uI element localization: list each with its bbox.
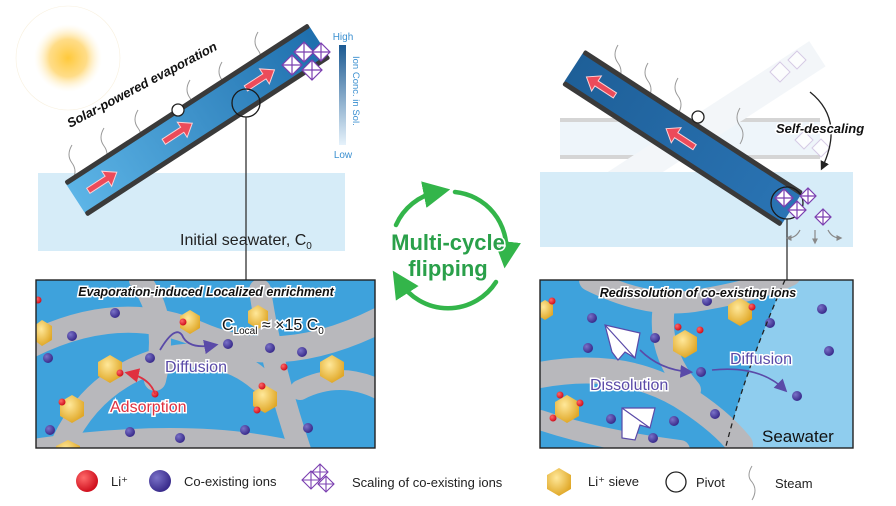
enrichment-panel bbox=[35, 279, 376, 449]
dissolution-arrow bbox=[639, 349, 694, 378]
skeleton-network-right bbox=[540, 280, 800, 448]
adsorption-label: Adsorption bbox=[110, 399, 187, 416]
enrichment-panel-title: Evaporation-induced Localized enrichment bbox=[78, 285, 334, 299]
colorbar bbox=[339, 45, 346, 145]
scaling-crystals-left bbox=[281, 41, 331, 81]
li-sieve-particles-left bbox=[36, 305, 344, 448]
adsorption-arrow-left bbox=[124, 368, 156, 395]
diffusion-arrow-left bbox=[159, 331, 219, 355]
legend-label-pivot: Pivot bbox=[696, 475, 725, 490]
pivot-icon bbox=[665, 471, 687, 493]
pivot-icon bbox=[691, 110, 705, 124]
li-sieve-icon bbox=[547, 468, 571, 496]
co-existing-ions-left bbox=[43, 308, 313, 443]
legend-label-li: Li⁺ bbox=[111, 474, 128, 489]
flow-arrow-icon bbox=[585, 75, 697, 151]
redissolution-panel-title: Redissolution of co-existing ions bbox=[600, 286, 797, 300]
seawater-boundary bbox=[724, 280, 786, 448]
seawater-label: Seawater bbox=[762, 427, 834, 446]
dissolution-label: Dissolution bbox=[590, 377, 668, 394]
co-existing-ions-right bbox=[583, 296, 834, 443]
redissolution-panel bbox=[539, 279, 854, 449]
li-sieve-particles-right bbox=[540, 298, 752, 423]
dissolving-crystals bbox=[604, 324, 656, 441]
legend-label-sieve: Li⁺ sieve bbox=[588, 474, 639, 489]
diffusion-arrow-right bbox=[711, 368, 788, 393]
self-descaling-label: Self-descaling bbox=[776, 121, 864, 136]
li-ions-right bbox=[548, 297, 756, 422]
colorbar-axis-label: Ion Conc. in Sol. bbox=[350, 56, 361, 126]
flow-arrow-icon bbox=[85, 68, 276, 194]
legend-label-co-existing: Co-existing ions bbox=[184, 474, 277, 489]
multi-cycle-arrows-icon bbox=[392, 181, 521, 311]
c-local-equation: CLocal ≈ ×15 C0 bbox=[222, 317, 324, 337]
ghost-crystals bbox=[769, 50, 831, 158]
initial-seawater-label: Initial seawater, C0 bbox=[180, 232, 312, 252]
seawater-region bbox=[725, 280, 853, 448]
steam-icon bbox=[748, 465, 756, 501]
flipping-label: flipping bbox=[408, 256, 487, 281]
legend-label-scaling: Scaling of co-existing ions bbox=[352, 475, 503, 490]
legend: Li⁺ Co-existing ions Scaling of co-exist… bbox=[76, 463, 813, 501]
self-descaling-arrow bbox=[809, 91, 832, 171]
multi-cycle-label: Multi-cycle bbox=[391, 230, 505, 255]
colorbar-high-label: High bbox=[333, 32, 354, 43]
sun-icon bbox=[15, 5, 121, 111]
diffusion-label-left: Diffusion bbox=[165, 359, 227, 376]
evaporation-tube-right bbox=[562, 50, 803, 226]
evaporation-tube-left bbox=[65, 24, 330, 216]
li-ion-icon bbox=[76, 470, 98, 492]
colorbar-low-label: Low bbox=[334, 150, 353, 161]
scaling-crystals-right bbox=[774, 187, 832, 226]
legend-label-steam: Steam bbox=[775, 476, 813, 491]
sinking-arrows bbox=[785, 229, 843, 245]
scaling-icon bbox=[301, 463, 335, 493]
co-existing-ion-icon bbox=[149, 470, 171, 492]
pivot-icon bbox=[171, 103, 185, 117]
diffusion-label-right: Diffusion bbox=[730, 351, 792, 368]
